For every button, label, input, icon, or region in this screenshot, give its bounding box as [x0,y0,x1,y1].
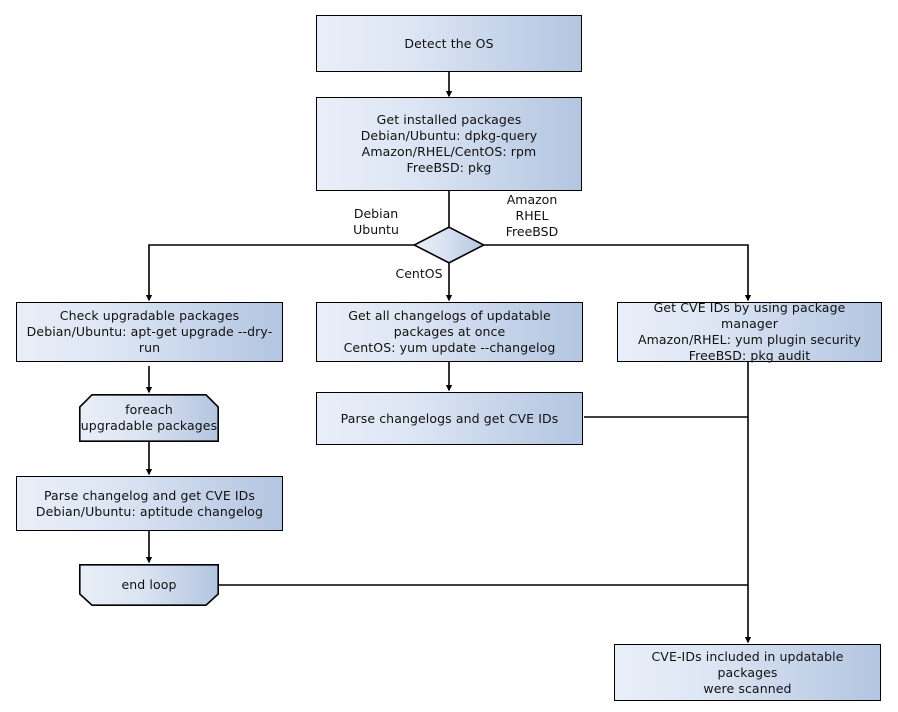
node-detect-os[interactable]: Detect the OS [316,15,582,72]
node-check-upgradable-packages[interactable]: Check upgradable packages Debian/Ubuntu:… [16,302,283,362]
edge-label-debian-ubuntu: Debian Ubuntu [353,206,399,237]
node-detect-os-label: Detect the OS [404,35,494,51]
edge-decision-to-cve-pkgmgr [484,244,752,302]
node-parse-changelogs-multi[interactable]: Parse changelogs and get CVE IDs [316,392,583,445]
node-parse-changelogs-multi-label: Parse changelogs and get CVE IDs [340,410,559,426]
loop-end-shape-icon [79,564,219,606]
node-get-all-changelogs[interactable]: Get all changelogs of updatable packages… [316,302,583,362]
edge-label-amazon-rhel-freebsd: Amazon RHEL FreeBSD [505,192,559,239]
edge-decision-to-check-upgradable [145,244,414,302]
node-get-installed-packages-label: Get installed packages Debian/Ubuntu: dp… [360,112,538,175]
node-parse-changelog-single-label: Parse changelog and get CVE IDs Debian/U… [35,487,264,519]
node-end-loop-label: end loop [121,577,177,592]
node-os-decision[interactable] [412,226,486,264]
diamond-shape-icon [412,226,486,264]
node-end-loop[interactable]: end loop [79,564,219,606]
node-check-upgradable-packages-label: Check upgradable packages Debian/Ubuntu:… [26,308,273,355]
loop-start-shape-icon [79,394,219,442]
node-get-installed-packages[interactable]: Get installed packages Debian/Ubuntu: dp… [316,97,582,191]
node-foreach-loop-start-label: foreach upgradable packages [80,402,218,433]
edge-label-centos: CentOS [395,266,443,281]
node-scan-complete[interactable]: CVE-IDs included in updatable packages w… [614,644,881,701]
node-get-cve-ids-package-manager[interactable]: Get CVE IDs by using package manager Ama… [617,300,882,363]
node-parse-changelog-single[interactable]: Parse changelog and get CVE IDs Debian/U… [16,476,283,531]
node-foreach-loop-start[interactable]: foreach upgradable packages [79,394,219,442]
node-get-cve-ids-package-manager-label: Get CVE IDs by using package manager Ama… [637,300,862,363]
node-scan-complete-label: CVE-IDs included in updatable packages w… [651,648,844,696]
node-get-all-changelogs-label: Get all changelogs of updatable packages… [343,308,556,355]
